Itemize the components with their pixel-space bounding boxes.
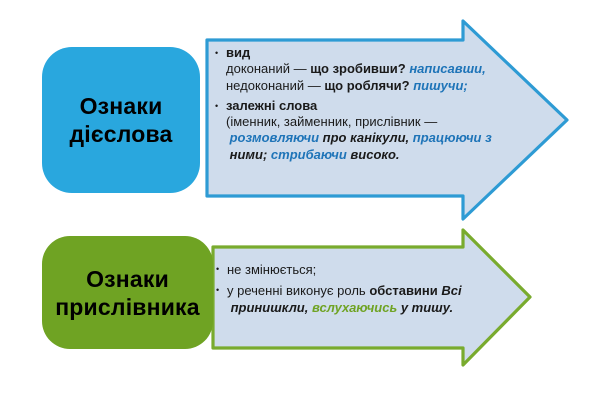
verb-arrow-shape xyxy=(205,19,569,221)
text-segment: у тишу. xyxy=(397,300,454,315)
bullet-icon: • xyxy=(216,285,220,295)
text-segment: недоконаний — xyxy=(226,77,325,93)
text-segment: високо. xyxy=(346,146,400,162)
adverb-label-box: Ознаки прислівника xyxy=(42,236,213,349)
adverb-label-line-1: Ознаки xyxy=(86,265,169,292)
text-line: розмовляючи про канікули, працюючи з xyxy=(226,130,492,146)
bullet-icon: • xyxy=(216,264,220,274)
bullet-icon: • xyxy=(215,100,219,111)
text-segment: написавши, xyxy=(409,61,486,77)
text-segment: залежні слова xyxy=(226,97,318,113)
text-segment: працюючи з xyxy=(412,130,492,146)
bullet-item: • залежні слова(іменник, займенник, присл… xyxy=(215,98,492,163)
text-segment: вид xyxy=(226,45,251,60)
item-lines: залежні слова(іменник, займенник, прислі… xyxy=(226,98,492,163)
verb-label-box: Ознаки дієслова xyxy=(42,47,200,193)
text-segment: що зробивши? xyxy=(310,61,410,77)
text-segment: доконаний — xyxy=(226,61,311,77)
text-line: не змінюється; xyxy=(227,261,316,278)
text-segment: (іменник, займенник, прислівник — xyxy=(226,114,438,130)
bullet-item: • у реченні виконує роль обставини Всі пр… xyxy=(216,282,466,316)
text-line: принишкли, вслухаючись у тишу. xyxy=(227,299,462,316)
text-line: вид xyxy=(226,45,486,61)
text-segment: принишкли, xyxy=(227,300,312,315)
text-segment: що роблячи? xyxy=(324,77,414,93)
text-line: недоконаний — що роблячи? пишучи; xyxy=(226,78,486,94)
adverb-arrow-shape xyxy=(211,228,532,367)
adverb-label-line-2: прислівника xyxy=(55,293,200,320)
text-line: ними; стрибаючи високо. xyxy=(226,147,492,163)
text-line: у реченні виконує роль обставини Всі xyxy=(227,282,462,299)
text-segment: стрибаючи xyxy=(270,146,347,162)
bullet-item: • не змінюється; xyxy=(216,261,466,278)
item-lines: у реченні виконує роль обставини Всі при… xyxy=(227,282,462,316)
text-segment: про канікули, xyxy=(319,130,413,146)
adverb-arrow-text: • не змінюється; • у реченні виконує роль о… xyxy=(216,261,466,316)
text-line: залежні слова xyxy=(226,98,492,114)
text-segment: не змінюється; xyxy=(227,262,317,277)
bullet-icon: • xyxy=(215,48,219,58)
verb-label-line-1: Ознаки xyxy=(79,93,163,119)
text-segment: у реченні виконує роль xyxy=(227,283,370,298)
text-segment: вслухаючись xyxy=(311,300,398,315)
text-segment: Всі xyxy=(441,283,462,298)
text-line: доконаний — що зробивши? написавши, xyxy=(226,61,486,77)
verb-label-line-2: дієслова xyxy=(69,121,173,147)
item-lines: не змінюється; xyxy=(227,261,316,278)
text-segment: ними; xyxy=(226,146,271,162)
text-segment: обставини xyxy=(369,283,442,298)
text-segment: пишучи; xyxy=(413,77,468,93)
text-line: (іменник, займенник, прислівник — xyxy=(226,114,492,130)
text-segment: розмовляючи xyxy=(226,130,320,146)
